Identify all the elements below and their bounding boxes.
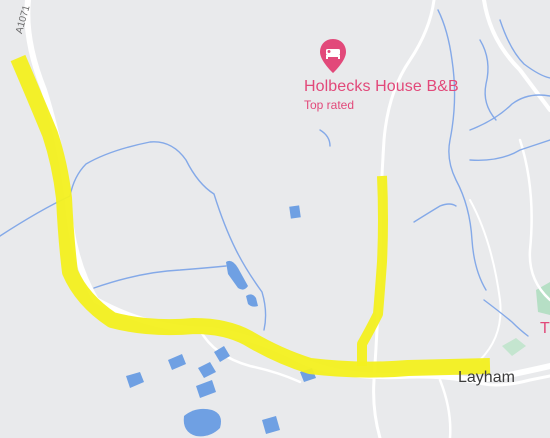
- park-area: [536, 282, 550, 315]
- pond: [246, 294, 258, 307]
- minor-road[interactable]: [438, 378, 452, 438]
- stream: [483, 299, 529, 337]
- minor-road[interactable]: [469, 199, 502, 361]
- water-bodies: [126, 205, 316, 437]
- stream: [93, 265, 227, 289]
- stream: [469, 139, 550, 161]
- pond: [168, 354, 186, 370]
- pond: [126, 372, 144, 388]
- highlighted-route-branch[interactable]: [357, 175, 388, 366]
- poi-rating-label: Top rated: [304, 98, 355, 112]
- stream: [479, 39, 497, 121]
- offscreen-label-fragment: T: [540, 320, 550, 337]
- stream: [499, 19, 550, 79]
- stream: [413, 203, 457, 223]
- poi-marker[interactable]: [318, 38, 348, 74]
- minor-road[interactable]: [482, 0, 550, 112]
- stream: [319, 129, 331, 147]
- pond: [196, 380, 216, 398]
- pond: [262, 416, 280, 434]
- pond: [198, 362, 216, 378]
- pond: [289, 205, 301, 219]
- minor-road[interactable]: [468, 374, 550, 387]
- minor-road[interactable]: [198, 328, 302, 384]
- stream: [469, 94, 550, 131]
- pond: [214, 346, 230, 362]
- lake: [183, 408, 221, 437]
- bed-icon: [326, 49, 340, 59]
- minor-road[interactable]: [518, 138, 550, 302]
- stream: [437, 9, 487, 291]
- poi-name-label[interactable]: Holbecks House B&B: [304, 78, 459, 95]
- park-area: [502, 338, 526, 356]
- pond: [226, 260, 248, 290]
- place-label[interactable]: Layham: [458, 369, 515, 386]
- highlighted-route[interactable]: [10, 54, 491, 378]
- stream-network: [0, 9, 550, 337]
- stream: [0, 141, 267, 331]
